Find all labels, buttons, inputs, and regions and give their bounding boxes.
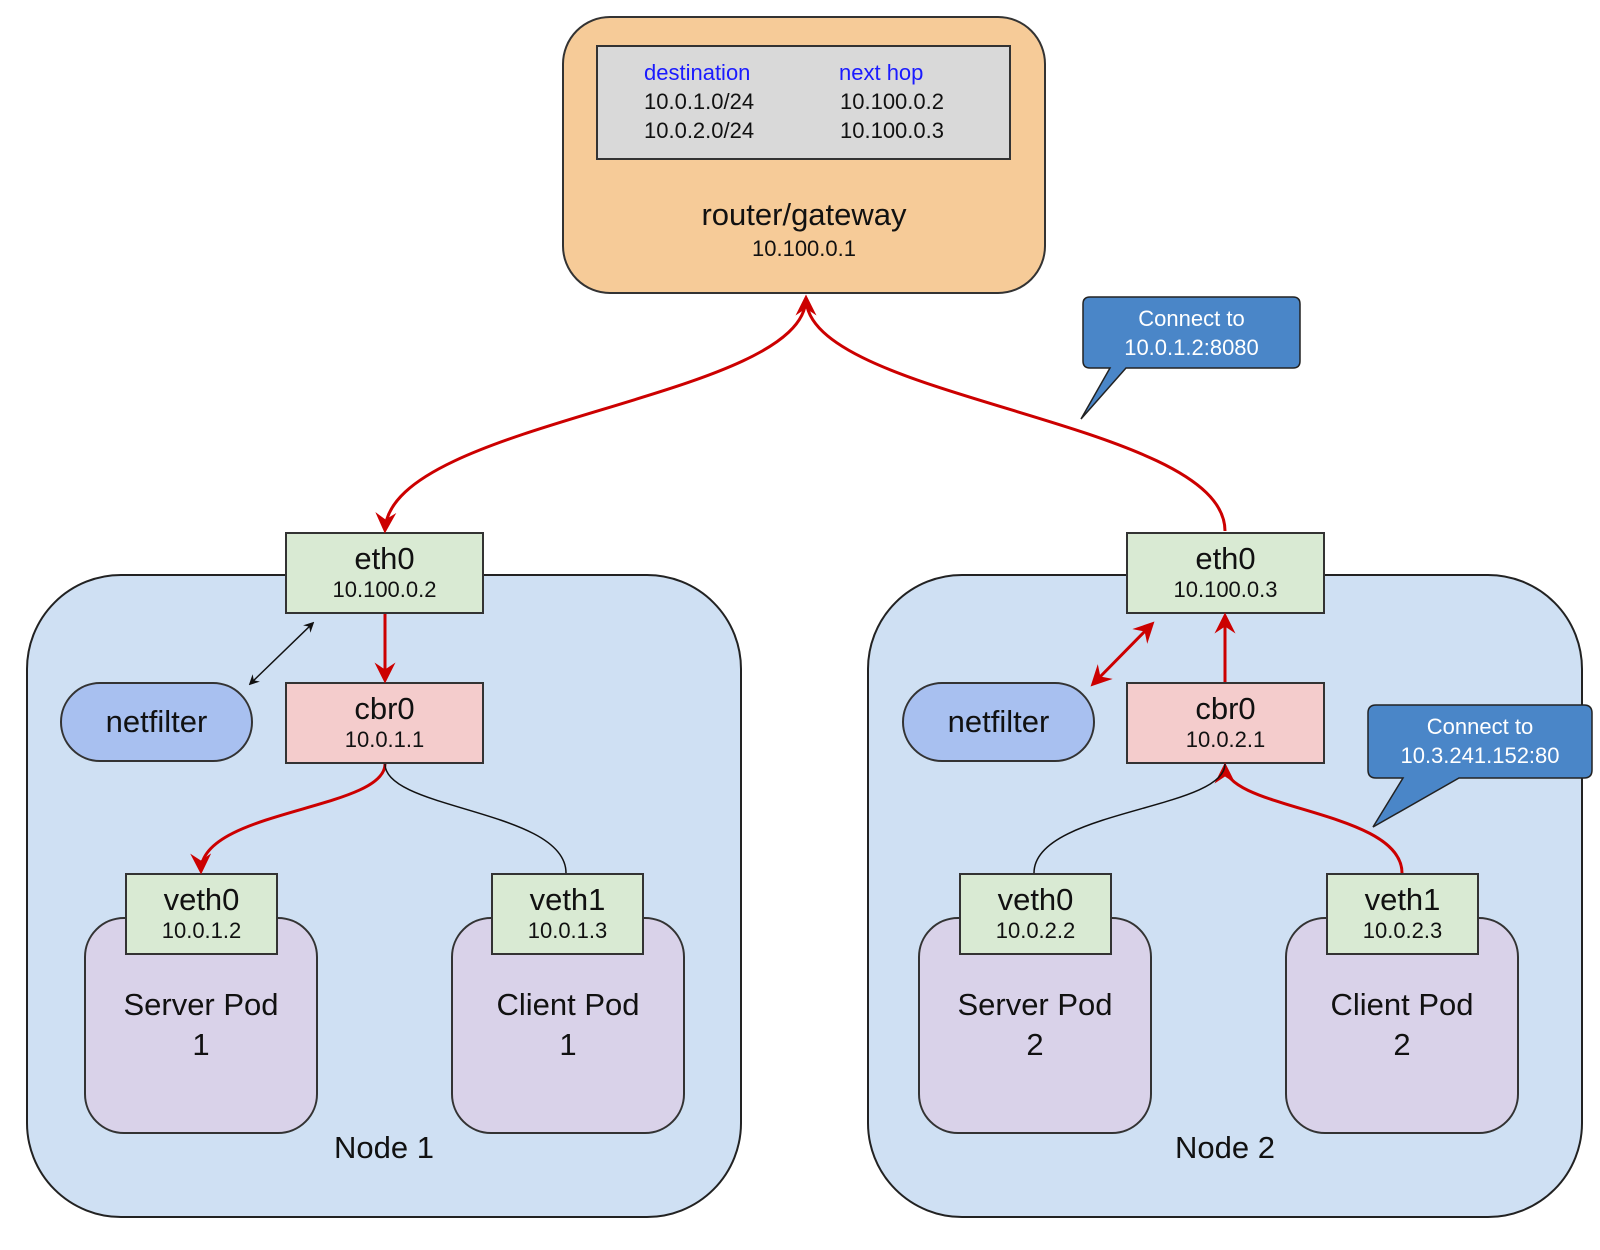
callout-line: Connect to xyxy=(1426,714,1534,739)
veth-name: veth0 xyxy=(997,882,1074,917)
path-node2-netfilter-eth0 xyxy=(1090,621,1155,687)
bridge-ip: 10.0.2.1 xyxy=(1185,727,1266,752)
router-ip: 10.100.0.1 xyxy=(752,236,856,261)
veth-ip: 10.0.1.3 xyxy=(527,918,608,943)
node-1-cbr0: cbr0 10.0.1.1 xyxy=(285,682,484,764)
route-table-header-destination: destination xyxy=(644,60,751,85)
pod-number: 1 xyxy=(192,1027,210,1062)
server-pod-1-label: Server Pod 1 xyxy=(84,985,318,1065)
node-2-cbr0: cbr0 10.0.2.1 xyxy=(1126,682,1325,764)
callout-line: 10.3.241.152:80 xyxy=(1400,743,1560,768)
link-node1-cbr0-veth1 xyxy=(384,763,567,874)
route-destination: 10.0.2.0/24 xyxy=(644,118,755,143)
pod-name: Server Pod xyxy=(123,987,279,1022)
node-2-label: Node 2 xyxy=(1175,1130,1275,1165)
interface-ip: 10.100.0.2 xyxy=(332,577,437,602)
veth-name: veth1 xyxy=(1364,882,1441,917)
pod-name: Server Pod xyxy=(957,987,1113,1022)
veth-name: veth0 xyxy=(163,882,240,917)
node-1-veth0: veth0 10.0.1.2 xyxy=(125,873,278,955)
pod-name: Client Pod xyxy=(1330,987,1474,1022)
bridge-name: cbr0 xyxy=(1195,691,1256,726)
node-2-veth0: veth0 10.0.2.2 xyxy=(959,873,1112,955)
node-1-netfilter: netfilter xyxy=(60,682,253,762)
callout-2-bubble xyxy=(1367,704,1593,828)
router-title: router/gateway xyxy=(701,197,907,232)
route-table xyxy=(596,45,1011,160)
route-next-hop: 10.100.0.2 xyxy=(840,89,944,114)
client-pod-2-label: Client Pod 2 xyxy=(1285,985,1519,1065)
pod-name: Client Pod xyxy=(496,987,640,1022)
path-node1-cbr0-to-veth0 xyxy=(190,763,387,875)
server-pod-1 xyxy=(84,917,318,1134)
route-next-hop: 10.100.0.3 xyxy=(840,118,944,143)
node-1-label: Node 1 xyxy=(334,1130,434,1165)
interface-name: eth0 xyxy=(1195,541,1256,576)
pod-number: 2 xyxy=(1026,1027,1044,1062)
node-1-veth1: veth1 10.0.1.3 xyxy=(491,873,644,955)
path-node2-eth0-to-router xyxy=(804,297,1227,532)
client-pod-1-label: Client Pod 1 xyxy=(451,985,685,1065)
route-table-header-next-hop: next hop xyxy=(839,60,924,85)
pod-number: 1 xyxy=(559,1027,577,1062)
callout-1-text: Connect to 10.0.1.2:8080 xyxy=(1083,304,1300,362)
interface-name: eth0 xyxy=(354,541,415,576)
veth-ip: 10.0.1.2 xyxy=(161,918,242,943)
server-pod-2-label: Server Pod 2 xyxy=(918,985,1152,1065)
route-destination: 10.0.1.0/24 xyxy=(644,89,755,114)
veth-ip: 10.0.2.3 xyxy=(1362,918,1443,943)
node-2-veth1: veth1 10.0.2.3 xyxy=(1326,873,1479,955)
pod-number: 2 xyxy=(1393,1027,1411,1062)
path-router-to-node1-eth0 xyxy=(375,294,817,534)
bridge-ip: 10.0.1.1 xyxy=(344,727,425,752)
callout-2-text: Connect to 10.3.241.152:80 xyxy=(1368,712,1592,770)
link-node1-netfilter-eth0 xyxy=(248,621,315,686)
interface-ip: 10.100.0.3 xyxy=(1173,577,1278,602)
link-node2-veth0-cbr0 xyxy=(1033,763,1226,874)
bridge-name: cbr0 xyxy=(354,691,415,726)
veth-name: veth1 xyxy=(529,882,606,917)
node-2-eth0: eth0 10.100.0.3 xyxy=(1126,532,1325,614)
node-1-eth0: eth0 10.100.0.2 xyxy=(285,532,484,614)
callout-line: 10.0.1.2:8080 xyxy=(1124,335,1259,360)
callout-1-bubble xyxy=(1080,296,1301,420)
callout-line: Connect to xyxy=(1138,306,1245,331)
veth-ip: 10.0.2.2 xyxy=(995,918,1076,943)
node-2-netfilter: netfilter xyxy=(902,682,1095,762)
path-node2-veth1-to-cbr0 xyxy=(1214,762,1404,874)
